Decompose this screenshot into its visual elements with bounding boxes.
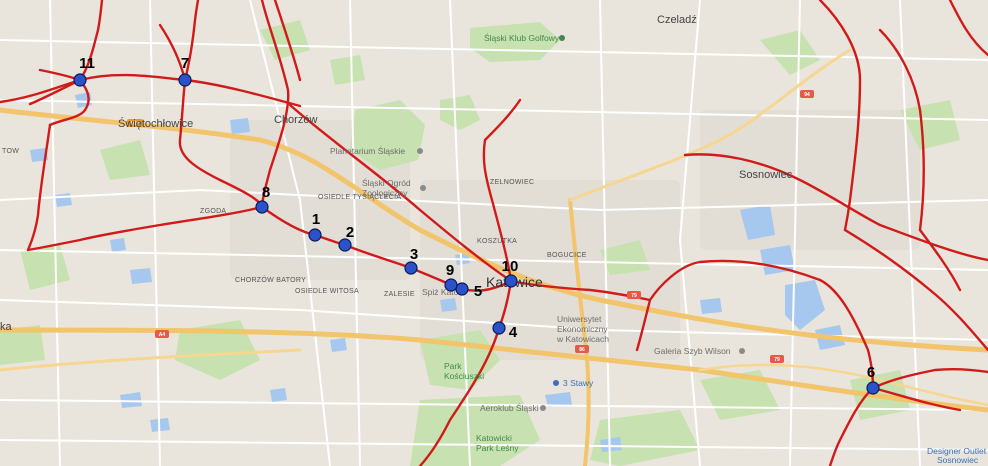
poi-park-line2: Kościuszki (444, 371, 484, 381)
poi-park-line1: Park (444, 361, 462, 371)
road-shield: 79 (627, 291, 641, 299)
poi-aeroklub: Aeroklub Śląski (480, 402, 539, 413)
marker-11[interactable]: 11 (73, 55, 95, 87)
poi-golf: Śląski Klub Golfowy (484, 32, 560, 43)
marker-label: 2 (346, 224, 354, 241)
water-bodies (30, 92, 845, 452)
svg-text:86: 86 (579, 347, 585, 353)
marker-10[interactable]: 10 (502, 258, 519, 288)
marker-label: 5 (474, 283, 482, 300)
svg-text:902: 902 (131, 121, 140, 127)
marker-label: 9 (446, 262, 454, 279)
marker-label: 8 (262, 184, 270, 201)
poi-designer-line1: Designer Outlet (927, 446, 987, 456)
golf-icon (559, 35, 565, 41)
road-shield: A4 (155, 330, 169, 338)
road-shield: 86 (575, 345, 589, 353)
poi-ue-line3: w Katowicach (556, 334, 609, 344)
marker-pin-icon[interactable] (404, 261, 418, 275)
poi-zoo-line1: Śląski Ogród (362, 177, 411, 188)
poi-stawy: 3 Stawy (563, 378, 594, 388)
marker-1[interactable]: 1 (308, 211, 322, 242)
poi-labels: Śląski Klub Golfowy Planetarium Śląskie … (330, 32, 987, 465)
marker-pin-icon[interactable] (866, 381, 880, 395)
road-shields: 902 79 A4 86 94 79 (127, 90, 814, 363)
zoo-icon (420, 185, 426, 191)
district-label-osiedle-tysiaclecia: OSIEDLE TYSIĄCLECIA (318, 194, 401, 201)
place-labels: Czeladź Świętochłowice Chorzów Sosnowiec… (0, 14, 793, 333)
marker-pin-icon[interactable] (444, 278, 458, 292)
marker-6[interactable]: 6 (866, 364, 880, 395)
district-label-zalesie: ZALESIE (384, 291, 415, 298)
marker-pin-icon[interactable] (308, 228, 322, 242)
poi-planetarium: Planetarium Śląskie (330, 145, 405, 156)
road-shield: 79 (770, 355, 784, 363)
edge-label-left-top: TOW (2, 148, 19, 155)
poi-ue-line1: Uniwersytet (557, 314, 602, 324)
marker-label: 1 (312, 211, 320, 228)
poi-spodek: Spiż Katow (422, 287, 465, 297)
district-label-osiedle-witosa: OSIEDLE WITOSA (295, 288, 359, 295)
svg-text:A4: A4 (159, 332, 166, 338)
marker-pin-icon[interactable] (455, 282, 469, 296)
district-label-chorzow-batory: CHORZÓW BATORY (235, 275, 306, 284)
marker-pin-icon[interactable] (338, 238, 352, 252)
district-label-koszutka: KOSZUTKA (477, 238, 517, 245)
marker-label: 11 (79, 55, 95, 72)
poi-designer-line2: Sosnowiec (937, 455, 979, 465)
marker-label: 7 (181, 55, 189, 72)
marker-pin-icon[interactable] (255, 200, 269, 214)
marker-label: 10 (502, 258, 519, 275)
marker-9[interactable]: 9 (444, 262, 458, 292)
road-shield: 94 (800, 90, 814, 98)
svg-text:79: 79 (774, 357, 780, 363)
marker-pin-icon[interactable] (504, 274, 518, 288)
marker-label: 4 (509, 324, 518, 341)
marker-pin-icon[interactable] (492, 321, 506, 335)
district-label-bogucice: BOGUCICE (547, 252, 587, 259)
marker-label: 3 (410, 246, 418, 263)
svg-text:79: 79 (631, 293, 637, 299)
poi-parklesny-line1: Katowicki (476, 433, 512, 443)
shopping-icon (739, 348, 745, 354)
edge-label-left-mid: ka (0, 321, 13, 333)
place-label-czeladz: Czeladź (657, 14, 697, 26)
planetarium-icon (417, 148, 423, 154)
marker-7[interactable]: 7 (178, 55, 192, 87)
svg-text:94: 94 (804, 92, 810, 98)
district-label-zgoda: ZGODA (200, 208, 226, 215)
marker-3[interactable]: 3 (404, 246, 418, 275)
marker-8[interactable]: 8 (255, 184, 270, 214)
marker-2[interactable]: 2 (338, 224, 354, 252)
poi-ue-line2: Ekonomiczny (557, 324, 608, 334)
airfield-icon (540, 405, 546, 411)
poi-zoo-line2: Zoologiczny (362, 188, 408, 198)
lake-icon (553, 380, 559, 386)
marker-pin-icon[interactable] (73, 73, 87, 87)
marker-label: 6 (867, 364, 875, 381)
numbered-markers[interactable]: 1 2 3 4 5 6 7 8 (73, 55, 880, 395)
highways (0, 48, 988, 466)
place-label-swietochlowice: Świętochłowice (118, 117, 193, 130)
marker-pin-icon[interactable] (178, 73, 192, 87)
place-label-sosnowiec: Sosnowiec (739, 169, 793, 181)
place-label-chorzow: Chorzów (274, 114, 317, 126)
district-label-zelnowiec: ZELNOWIEC (490, 179, 534, 186)
marker-4[interactable]: 4 (492, 321, 518, 341)
poi-galeria: Galeria Szyb Wilson (654, 346, 731, 356)
poi-parklesny-line2: Park Leśny (476, 443, 519, 453)
road-shield: 902 (127, 119, 143, 127)
